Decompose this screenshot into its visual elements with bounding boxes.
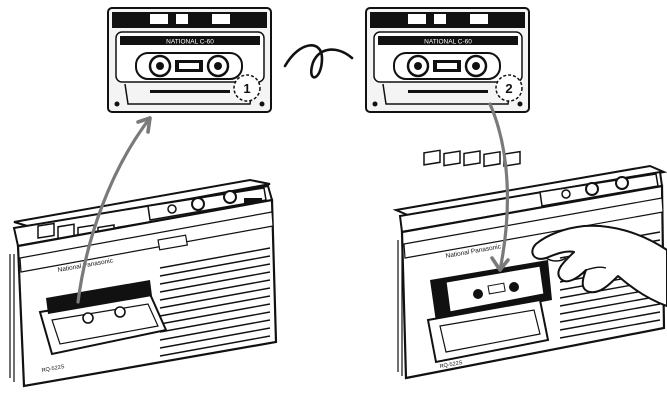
insert-arrow-icon: [488, 102, 510, 272]
hand-illustration: [531, 224, 667, 307]
side-2-number: 2: [505, 81, 512, 96]
curved-arrow-icon: [76, 116, 152, 304]
recorder-model-right: RQ-522S: [439, 360, 463, 370]
side-1-number: 1: [243, 81, 250, 96]
cassette-recorder-left: National Panasonic RQ-522S: [9, 178, 278, 388]
cassette-recorder-right: National Panasonic RQ-522S: [392, 149, 667, 380]
cassette-side-1: NATIONAL C-60 1: [107, 7, 272, 113]
speaker-grille-left: [159, 247, 271, 357]
cassette-brand-label-2: NATIONAL C-60: [424, 39, 472, 46]
loop-arrow-icon: [283, 44, 354, 79]
cassette-brand-label: NATIONAL C-60: [166, 39, 214, 46]
recorder-model-left: RQ-522S: [41, 364, 65, 374]
cassette-side-2: NATIONAL C-60 2: [365, 7, 530, 113]
